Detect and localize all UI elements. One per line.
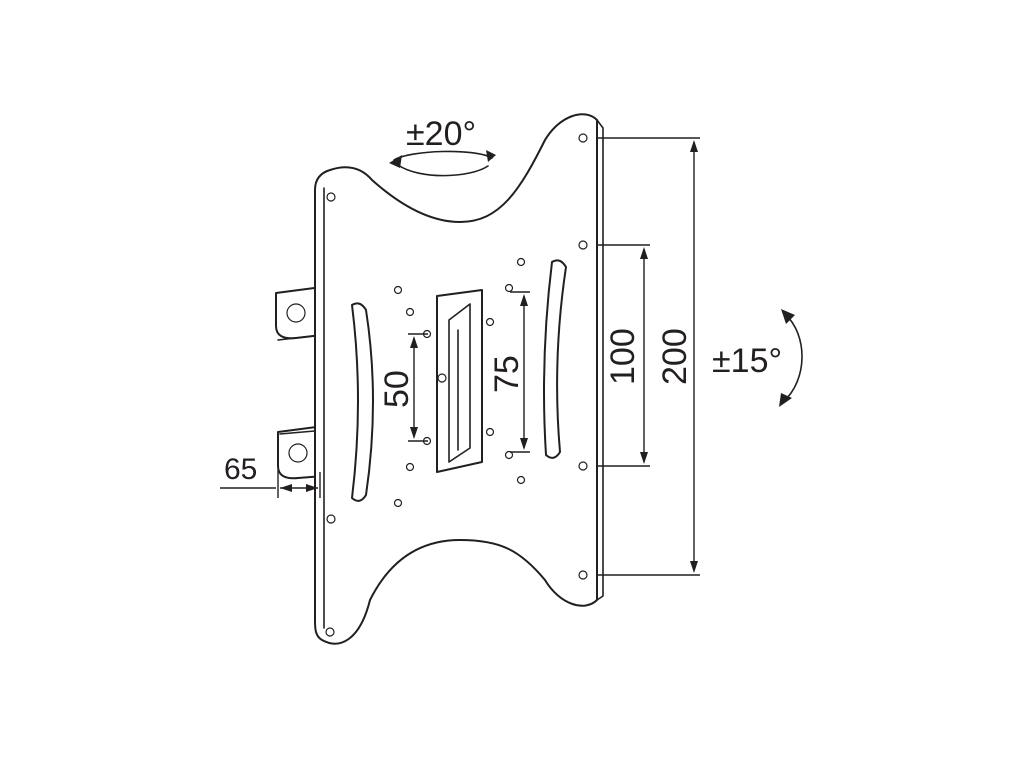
dimension-65	[220, 470, 321, 498]
dimension-100-label: 100	[604, 328, 642, 385]
swivel-arrow	[389, 150, 496, 177]
dimension-50-label: 50	[378, 370, 416, 408]
tilt-arrow	[779, 309, 803, 407]
dimension-65-label: 65	[224, 453, 257, 486]
dimension-75-label: 75	[488, 355, 526, 393]
dimension-50	[408, 333, 428, 442]
tilt-mechanism	[436, 289, 483, 473]
dimension-100	[597, 244, 650, 467]
tilt-label: ±15°	[712, 342, 782, 380]
swivel-label: ±20°	[406, 115, 476, 153]
dimension-200-label: 200	[656, 328, 694, 385]
dimension-200	[597, 137, 700, 576]
wall-bracket	[275, 286, 327, 480]
mounting-holes	[325, 133, 588, 637]
mounting-slots	[351, 259, 567, 502]
dimension-75	[510, 291, 530, 453]
